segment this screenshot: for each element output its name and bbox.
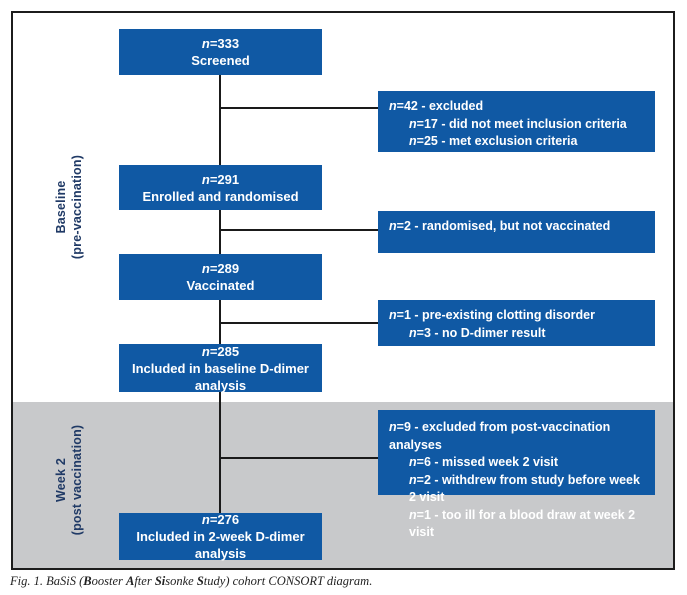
box-screened-label: Screened xyxy=(191,53,250,68)
box-baseline-analysis-label: Included in baseline D-dimer analysis xyxy=(132,360,309,393)
box-vaccinated-n: n=289 xyxy=(201,261,240,276)
section-label-baseline: Baseline (pre-vaccination) xyxy=(53,122,87,292)
week2-excluded-line: n=9 - excluded from post-vaccination ana… xyxy=(389,420,611,452)
branch-line-not-vaccinated xyxy=(219,229,378,231)
box-week2-excluded: n=9 - excluded from post-vaccination ana… xyxy=(378,410,655,539)
caption-segment: fter xyxy=(134,574,155,588)
week2-excluded-line: n=6 - missed week 2 visit xyxy=(409,455,559,469)
box-enrolled-n: n=291 xyxy=(201,171,240,187)
section-label-week2: Week 2 (post vaccination) xyxy=(53,395,87,565)
box-no-ddimer: n=1 - pre-existing clotting disorder n=3… xyxy=(378,300,655,346)
caption-segment: S xyxy=(196,574,204,588)
branch-line-no-ddimer xyxy=(219,322,378,324)
connector-line-enrolled-to-vaccinated xyxy=(219,210,221,254)
box-enrolled-label: Enrolled and randomised xyxy=(142,188,299,204)
box-screened-n: n=333 xyxy=(201,36,240,51)
box-not-vaccinated: n=2 - randomised, but not vaccinated xyxy=(378,211,655,253)
not-vaccinated-line: n=2 - randomised, but not vaccinated xyxy=(389,219,611,233)
connector-line-screened-to-enrolled xyxy=(219,75,221,165)
caption-segment: Si xyxy=(154,574,166,588)
caption-segment: sonke xyxy=(165,574,197,588)
caption-segment: ooster xyxy=(91,574,126,588)
box-excluded-screening: n=42 - excluded n=17 - did not meet incl… xyxy=(378,91,655,152)
section-label-baseline-line1: Baseline xyxy=(54,180,68,234)
week2-excluded-line: n=1 - too ill for a blood draw at week 2… xyxy=(409,507,636,540)
box-week2-analysis-label: Included in 2-week D-dimer analysis xyxy=(136,529,305,561)
week2-excluded-line: n=2 - withdrew from study before week 2 … xyxy=(409,472,640,505)
caption-segment: B xyxy=(83,574,92,588)
box-baseline-analysis: n=285 Included in baseline D-dimer analy… xyxy=(119,343,322,393)
excluded-screening-line: n=17 - did not meet inclusion criteria xyxy=(409,116,627,131)
figure-caption: Fig. 1. BaSiS (Booster After Sisonke Stu… xyxy=(10,573,670,589)
box-week2-analysis-n: n=276 xyxy=(201,512,240,527)
connector-line-baseline-to-week2-analysis xyxy=(219,392,221,513)
branch-line-week2-excluded xyxy=(219,457,378,459)
box-vaccinated: n=289 Vaccinated xyxy=(119,254,322,300)
no-ddimer-line: n=3 - no D-dimer result xyxy=(409,325,546,340)
caption-segment: tudy) cohort CONSORT diagram. xyxy=(203,574,373,588)
branch-line-excluded xyxy=(219,107,378,109)
section-label-week2-line2: (post vaccination) xyxy=(70,424,84,536)
box-vaccinated-label: Vaccinated xyxy=(186,278,255,293)
caption-segment: Fig. 1. BaSiS ( xyxy=(10,574,84,588)
box-baseline-analysis-n: n=285 xyxy=(201,343,240,359)
excluded-screening-line: n=25 - met exclusion criteria xyxy=(409,134,578,148)
caption-segment: A xyxy=(125,574,135,588)
excluded-screening-line: n=42 - excluded xyxy=(389,99,484,113)
box-enrolled: n=291 Enrolled and randomised xyxy=(119,165,322,210)
box-screened: n=333 Screened xyxy=(119,29,322,75)
no-ddimer-line: n=1 - pre-existing clotting disorder xyxy=(389,308,595,322)
section-label-week2-line1: Week 2 xyxy=(54,457,68,503)
box-week2-analysis: n=276 Included in 2-week D-dimer analysi… xyxy=(119,512,322,561)
section-label-baseline-line2: (pre-vaccination) xyxy=(70,154,84,260)
